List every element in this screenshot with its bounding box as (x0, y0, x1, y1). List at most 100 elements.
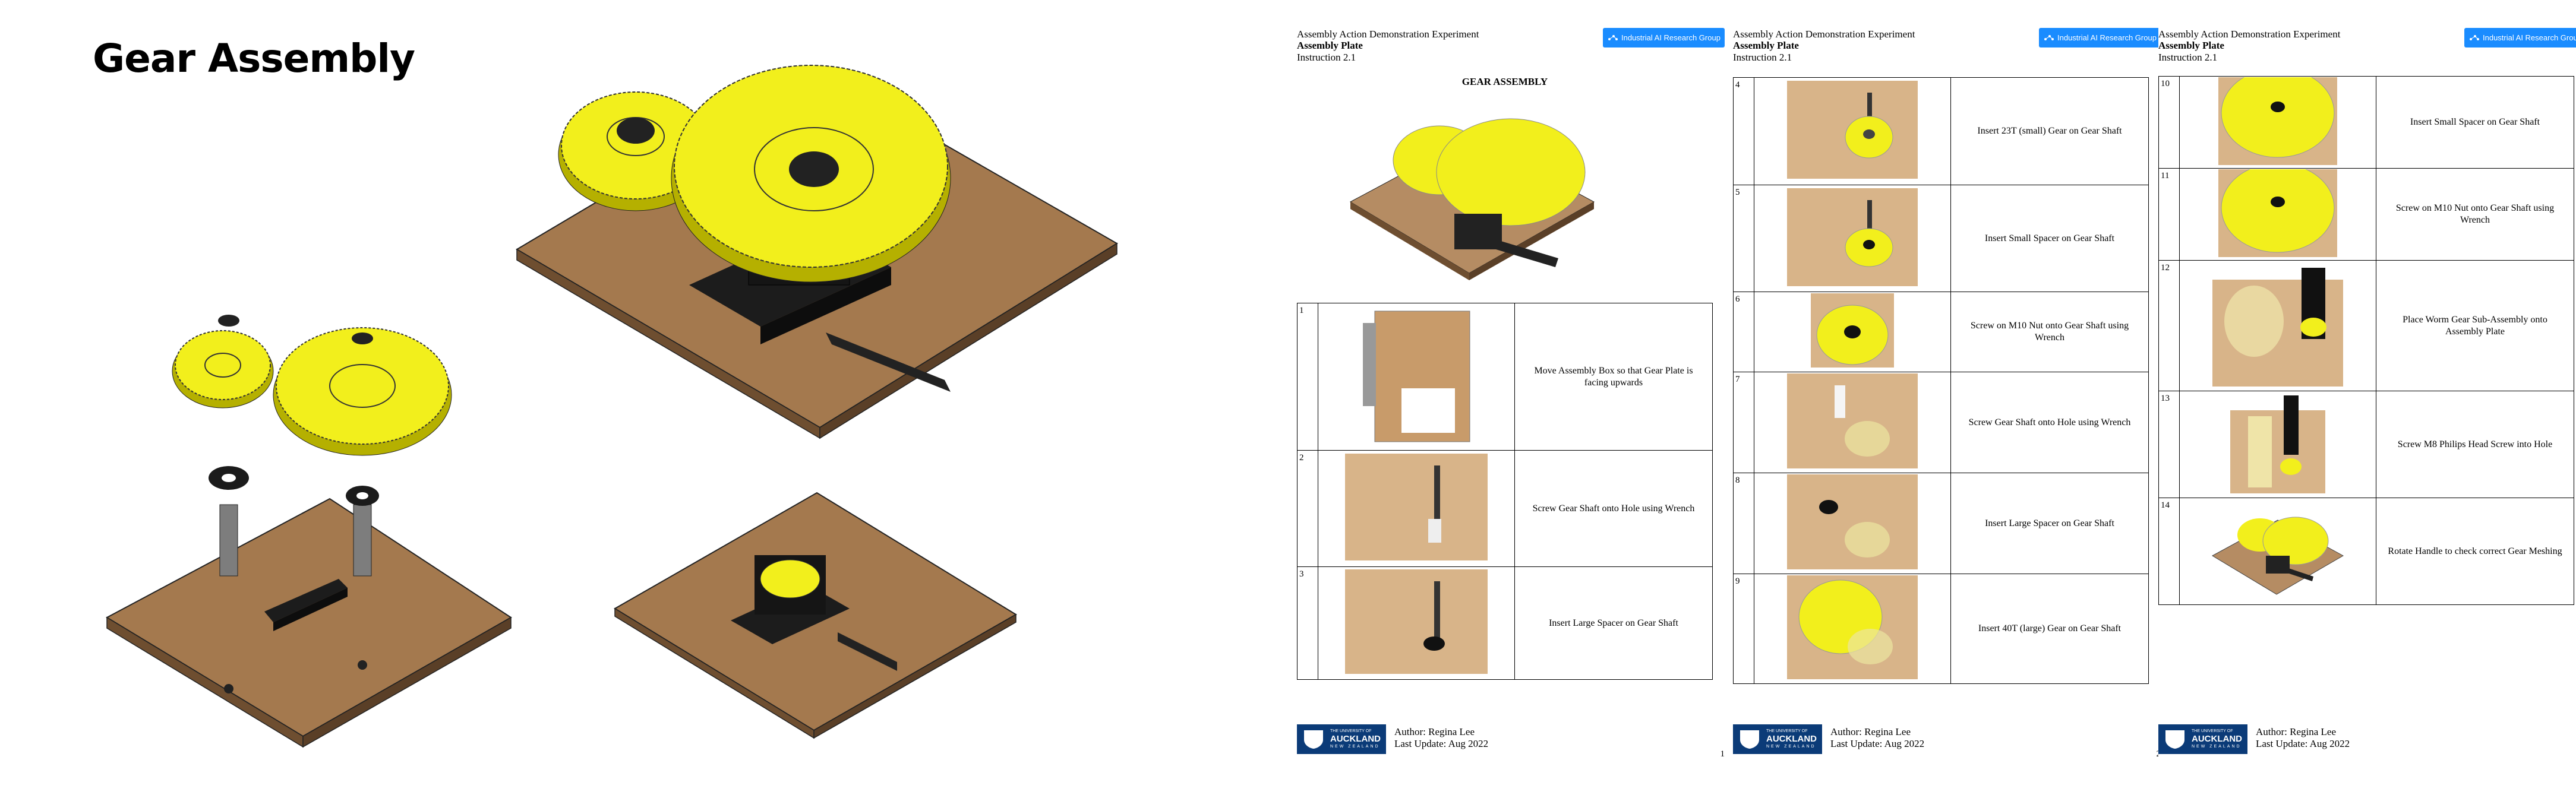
step-image (1787, 188, 1918, 286)
badge-label: Industrial AI Research Group (1621, 33, 1721, 42)
steps-table: 4 Insert 23T (small) Gear on Gear Shaft … (1733, 77, 2149, 684)
step-number: 10 (2158, 76, 2180, 169)
last-update-text: Last Update: Aug 2022 (1830, 738, 1925, 749)
step-image-cell (2179, 260, 2376, 391)
step-image-cell (1318, 566, 1515, 680)
step-text: Move Assembly Box so that Gear Plate is … (1514, 303, 1713, 451)
table-row: 3 Insert Large Spacer on Gear Shaft (1297, 566, 1713, 680)
steps-table: 10 Insert Small Spacer on Gear Shaft 11 … (2158, 68, 2574, 605)
step-image (2230, 395, 2325, 493)
step-text: Insert 23T (small) Gear on Gear Shaft (1950, 77, 2149, 185)
worm-gear-subassembly-illustration (614, 492, 1017, 739)
experiment-title: Assembly Action Demonstration Experiment (1733, 28, 1915, 40)
network-icon (2470, 34, 2479, 40)
step-number: 4 (1733, 77, 1754, 185)
part-label: Assembly Plate (1733, 40, 1799, 51)
network-icon (2044, 34, 2054, 40)
instruction-page-3: Assembly Action Demonstration Experiment… (2158, 24, 2576, 766)
step-image (1787, 81, 1918, 179)
step-image-cell (1318, 450, 1515, 567)
step-text: Place Worm Gear Sub-Assembly onto Assemb… (2376, 260, 2574, 391)
step-text: Insert Small Spacer on Gear Shaft (1950, 185, 2149, 292)
step-text: Rotate Handle to check correct Gear Mesh… (2376, 498, 2574, 605)
author-text: Author: Regina Lee (1394, 726, 1475, 737)
step-image (2211, 517, 2344, 595)
step-image-cell (1754, 372, 1951, 473)
table-row: 11 Screw on M10 Nut onto Gear Shaft usin… (2158, 163, 2574, 261)
step-image-cell (1754, 574, 1951, 684)
step-number: 11 (2158, 168, 2180, 261)
full-gear-assembly-illustration (516, 65, 1118, 439)
step-text: Insert 40T (large) Gear on Gear Shaft (1950, 574, 2149, 684)
step-number: 8 (1733, 473, 1754, 574)
instruction-page-2: Assembly Action Demonstration Experiment… (1733, 24, 2161, 766)
step-text: Insert Large Spacer on Gear Shaft (1514, 566, 1713, 680)
step-image (1787, 474, 1918, 569)
step-text: Screw on M10 Nut onto Gear Shaft using W… (1950, 292, 2149, 372)
author-text: Author: Regina Lee (1830, 726, 1911, 737)
last-update-text: Last Update: Aug 2022 (1394, 738, 1489, 749)
step-image-cell (1754, 473, 1951, 574)
crest-icon (1740, 730, 1759, 749)
step-image (1363, 311, 1470, 442)
poster-title: Gear Assembly (93, 36, 415, 81)
step-number: 7 (1733, 372, 1754, 473)
table-row: 13 Screw M8 Philips Head Screw into Hole (2158, 391, 2574, 498)
step-image-cell (1318, 303, 1515, 451)
step-text: Insert Small Spacer on Gear Shaft (2376, 76, 2574, 169)
step-text: Insert Large Spacer on Gear Shaft (1950, 473, 2149, 574)
step-number: 5 (1733, 185, 1754, 292)
step-image (2218, 68, 2337, 165)
step-image (1345, 569, 1488, 674)
step-image-cell (2179, 163, 2376, 261)
university-logo: THE UNIVERSITY OF AUCKLAND NEW ZEALAND (1733, 724, 1822, 754)
table-row: 10 Insert Small Spacer on Gear Shaft (2158, 68, 2574, 169)
step-image (1787, 373, 1918, 468)
step-image-cell (1754, 185, 1951, 292)
step-image (1345, 454, 1488, 560)
table-row: 7 Screw Gear Shaft onto Hole using Wrenc… (1733, 372, 2149, 473)
step-image (1787, 575, 1918, 679)
step-number: 14 (2158, 498, 2180, 605)
university-logo: THE UNIVERSITY OF AUCKLAND NEW ZEALAND (1297, 724, 1386, 754)
badge-label: Industrial AI Research Group (2483, 33, 2576, 42)
step-number: 2 (1297, 450, 1318, 567)
experiment-title: Assembly Action Demonstration Experiment (1297, 28, 1479, 40)
table-row: 2 Screw Gear Shaft onto Hole using Wrenc… (1297, 450, 1713, 567)
step-number: 12 (2158, 260, 2180, 391)
crest-icon (2165, 730, 2184, 749)
steps-table: 1 Move Assembly Box so that Gear Plate i… (1297, 303, 1713, 680)
step-image-cell (2179, 68, 2376, 169)
table-row: 5 Insert Small Spacer on Gear Shaft (1733, 185, 2149, 292)
step-image-cell (2179, 498, 2376, 605)
crest-icon (1304, 730, 1323, 749)
table-row: 12 Place Worm Gear Sub-Assembly onto Ass… (2158, 260, 2574, 391)
page-number: 1 (1720, 749, 1725, 759)
table-row: 1 Move Assembly Box so that Gear Plate i… (1297, 303, 1713, 451)
author-text: Author: Regina Lee (2256, 726, 2337, 737)
table-row: 8 Insert Large Spacer on Gear Shaft (1733, 473, 2149, 574)
step-image (1811, 293, 1894, 368)
part-label: Assembly Plate (2158, 40, 2224, 51)
instruction-label: Instruction 2.1 (1733, 52, 1792, 63)
assembly-overview-image (1349, 118, 1595, 280)
experiment-title: Assembly Action Demonstration Experiment (2158, 28, 2341, 40)
part-label: Assembly Plate (1297, 40, 1363, 51)
step-text: Screw Gear Shaft onto Hole using Wrench (1514, 450, 1713, 567)
document-title: GEAR ASSEMBLY (1461, 76, 1548, 87)
research-group-badge: Industrial AI Research Group (2039, 28, 2161, 47)
step-number: 6 (1733, 292, 1754, 372)
instruction-page-1: Assembly Action Demonstration Experiment… (1297, 24, 1725, 766)
last-update-text: Last Update: Aug 2022 (2256, 738, 2350, 749)
step-image (2212, 268, 2343, 387)
research-group-badge: Industrial AI Research Group (1603, 28, 1725, 47)
table-row: 4 Insert 23T (small) Gear on Gear Shaft (1733, 77, 2149, 185)
step-number: 1 (1297, 303, 1318, 451)
research-group-badge: Industrial AI Research Group (2464, 28, 2576, 47)
step-number: 9 (1733, 574, 1754, 684)
badge-label: Industrial AI Research Group (2057, 33, 2157, 42)
table-row: 14 Rotate Handle to check correct Gear M… (2158, 498, 2574, 605)
instruction-label: Instruction 2.1 (2158, 52, 2218, 63)
step-text: Screw M8 Philips Head Screw into Hole (2376, 391, 2574, 498)
exploded-assembly-illustration (105, 315, 512, 748)
